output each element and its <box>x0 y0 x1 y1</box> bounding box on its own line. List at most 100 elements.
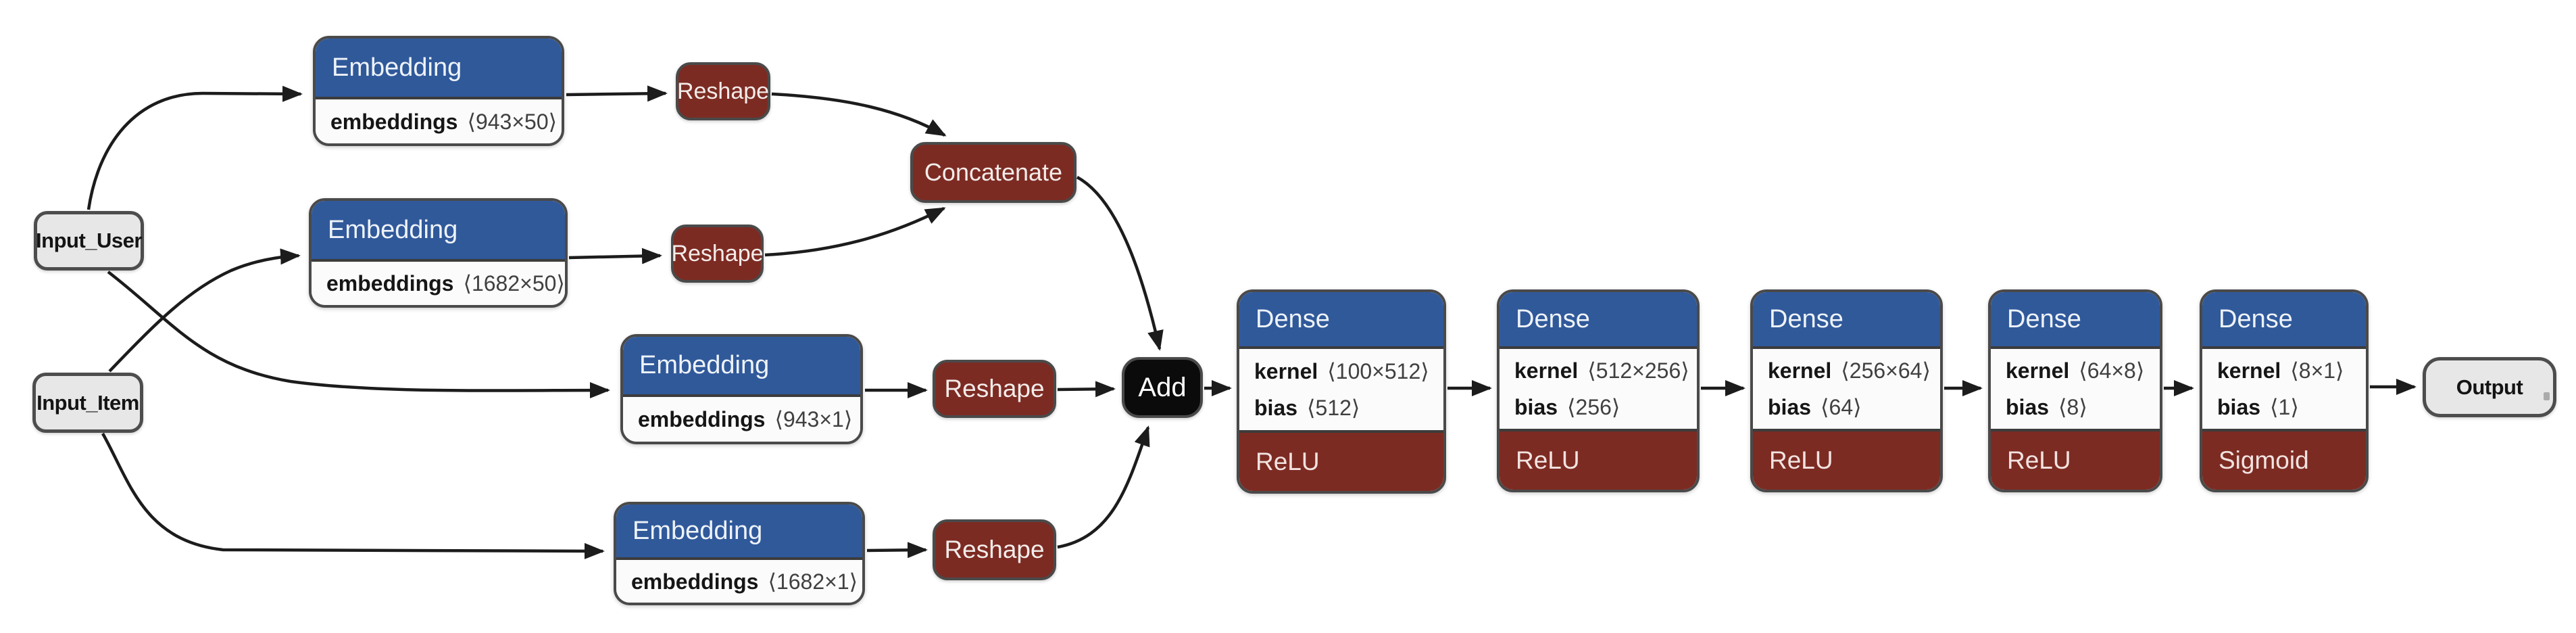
node-embedding-user-1[interactable]: Embedding embeddings ⟨943×1⟩ <box>620 334 863 444</box>
dense-header: Dense <box>1991 292 2160 349</box>
edge-embedding2-reshape2 <box>568 248 662 264</box>
activation-label: ReLU <box>2007 446 2071 474</box>
layer-type-label: Embedding <box>639 351 770 379</box>
dense-params: kernel ⟨100×512⟩ bias ⟨512⟩ <box>1239 349 1443 430</box>
param-name: kernel <box>2006 358 2070 383</box>
edge-reshape1-concatenate <box>771 92 947 137</box>
activation-bar: ReLU <box>1753 429 1940 490</box>
embedding-params: embeddings ⟨943×50⟩ <box>316 99 562 143</box>
activation-label: ReLU <box>1516 446 1580 474</box>
param-shape: ⟨64⟩ <box>1820 395 1862 419</box>
reshape-label: Reshape <box>944 375 1045 402</box>
node-reshape-1[interactable]: Reshape <box>676 62 770 120</box>
param-shape: ⟨512×256⟩ <box>1587 358 1689 383</box>
param-name: embeddings <box>631 569 759 594</box>
dense-header: Dense <box>1500 292 1697 349</box>
param-name: kernel <box>2217 358 2281 383</box>
output-label: Output <box>2456 375 2523 399</box>
param-name: kernel <box>1254 359 1318 383</box>
node-input-user[interactable]: Input_User <box>34 211 144 271</box>
dense-params: kernel ⟨256×64⟩ bias ⟨64⟩ <box>1753 349 1940 429</box>
add-label: Add <box>1138 372 1187 402</box>
param-shape: ⟨100×512⟩ <box>1327 359 1429 383</box>
param-name: embeddings <box>330 109 458 134</box>
param-name: kernel <box>1514 358 1579 383</box>
node-dense-2[interactable]: Dense kernel⟨512×256⟩ bias⟨256⟩ ReLU <box>1497 289 1700 492</box>
input-item-label: Input_Item <box>36 390 139 415</box>
embedding-params: embeddings ⟨1682×1⟩ <box>616 560 862 603</box>
dense-header: Dense <box>2202 292 2366 349</box>
speck-artifact <box>2544 392 2550 400</box>
node-dense-5[interactable]: Dense kernel⟨8×1⟩ bias⟨1⟩ Sigmoid <box>2200 289 2369 492</box>
param-name: embeddings <box>326 271 454 296</box>
embedding-header: Embedding <box>312 201 565 262</box>
node-embedding-item-1[interactable]: Embedding embeddings ⟨1682×1⟩ <box>614 502 865 605</box>
edge-inputitem-embedding4 <box>101 432 605 559</box>
dense-params: kernel⟨512×256⟩ bias⟨256⟩ <box>1500 349 1697 429</box>
activation-bar: Sigmoid <box>2202 429 2366 490</box>
node-reshape-2[interactable]: Reshape <box>671 225 764 283</box>
node-reshape-3[interactable]: Reshape <box>933 360 1056 418</box>
node-embedding-user-50[interactable]: Embedding embeddings ⟨943×50⟩ <box>313 36 564 146</box>
param-name: bias <box>2217 395 2261 419</box>
dense-params: kernel⟨8×1⟩ bias⟨1⟩ <box>2202 349 2366 429</box>
dense-header: Dense <box>1239 292 1443 349</box>
dense-header: Dense <box>1753 292 1940 349</box>
param-shape: ⟨256×64⟩ <box>1841 358 1931 383</box>
layer-type-label: Embedding <box>633 516 763 545</box>
layer-type-label: Embedding <box>332 53 462 82</box>
layer-type-label: Dense <box>1516 304 1590 333</box>
node-dense-4[interactable]: Dense kernel⟨64×8⟩ bias⟨8⟩ ReLU <box>1988 289 2162 492</box>
activation-bar: ReLU <box>1239 430 1443 491</box>
node-reshape-4[interactable]: Reshape <box>933 519 1056 580</box>
node-output[interactable]: Output <box>2423 357 2556 417</box>
param-name: kernel <box>1768 358 1832 383</box>
edge-embedding1-reshape1 <box>566 85 668 102</box>
concatenate-label: Concatenate <box>924 158 1063 186</box>
reshape-label: Reshape <box>671 240 764 266</box>
param-shape: ⟨8⟩ <box>2058 395 2087 419</box>
param-shape: ⟨1682×50⟩ <box>463 271 565 296</box>
layer-type-label: Dense <box>1769 304 1843 333</box>
param-name: bias <box>1254 396 1298 420</box>
node-input-item[interactable]: Input_Item <box>32 373 143 433</box>
activation-bar: ReLU <box>1500 429 1697 490</box>
node-dense-3[interactable]: Dense kernel ⟨256×64⟩ bias ⟨64⟩ ReLU <box>1750 289 1943 492</box>
activation-label: ReLU <box>1769 446 1833 474</box>
embedding-params: embeddings ⟨943×1⟩ <box>623 397 860 442</box>
reshape-label: Reshape <box>676 78 770 104</box>
embedding-params: embeddings ⟨1682×50⟩ <box>312 262 565 305</box>
dense-params: kernel⟨64×8⟩ bias⟨8⟩ <box>1991 349 2160 429</box>
edge-inputuser-embedding1 <box>86 85 303 210</box>
edge-reshape4-add <box>1057 425 1150 549</box>
param-shape: ⟨1682×1⟩ <box>768 569 858 594</box>
edge-reshape3-add <box>1057 381 1116 398</box>
embedding-header: Embedding <box>316 39 562 99</box>
param-name: bias <box>1768 395 1812 419</box>
param-shape: ⟨8×1⟩ <box>2290 358 2344 383</box>
edge-reshape2-concatenate <box>764 206 946 257</box>
layer-type-label: Dense <box>1256 304 1330 333</box>
layer-type-label: Dense <box>2219 304 2293 333</box>
param-name: bias <box>1514 395 1558 419</box>
reshape-label: Reshape <box>944 536 1045 563</box>
node-embedding-item-50[interactable]: Embedding embeddings ⟨1682×50⟩ <box>309 198 568 308</box>
param-shape: ⟨64×8⟩ <box>2079 358 2145 383</box>
param-shape: ⟨943×1⟩ <box>774 407 853 431</box>
activation-label: ReLU <box>1256 448 1320 475</box>
edge-concatenate-add <box>1076 176 1164 351</box>
input-user-label: Input_User <box>36 229 142 252</box>
param-shape: ⟨512⟩ <box>1307 396 1360 420</box>
node-add[interactable]: Add <box>1122 357 1203 418</box>
node-concatenate[interactable]: Concatenate <box>910 142 1076 203</box>
param-name: embeddings <box>638 407 766 431</box>
node-dense-1[interactable]: Dense kernel ⟨100×512⟩ bias ⟨512⟩ ReLU <box>1237 289 1446 494</box>
layer-type-label: Dense <box>2007 304 2081 333</box>
activation-bar: ReLU <box>1991 429 2160 490</box>
embedding-header: Embedding <box>623 337 860 397</box>
embedding-header: Embedding <box>616 505 862 560</box>
edge-inputuser-embedding3 <box>107 271 610 399</box>
param-shape: ⟨943×50⟩ <box>467 109 558 134</box>
